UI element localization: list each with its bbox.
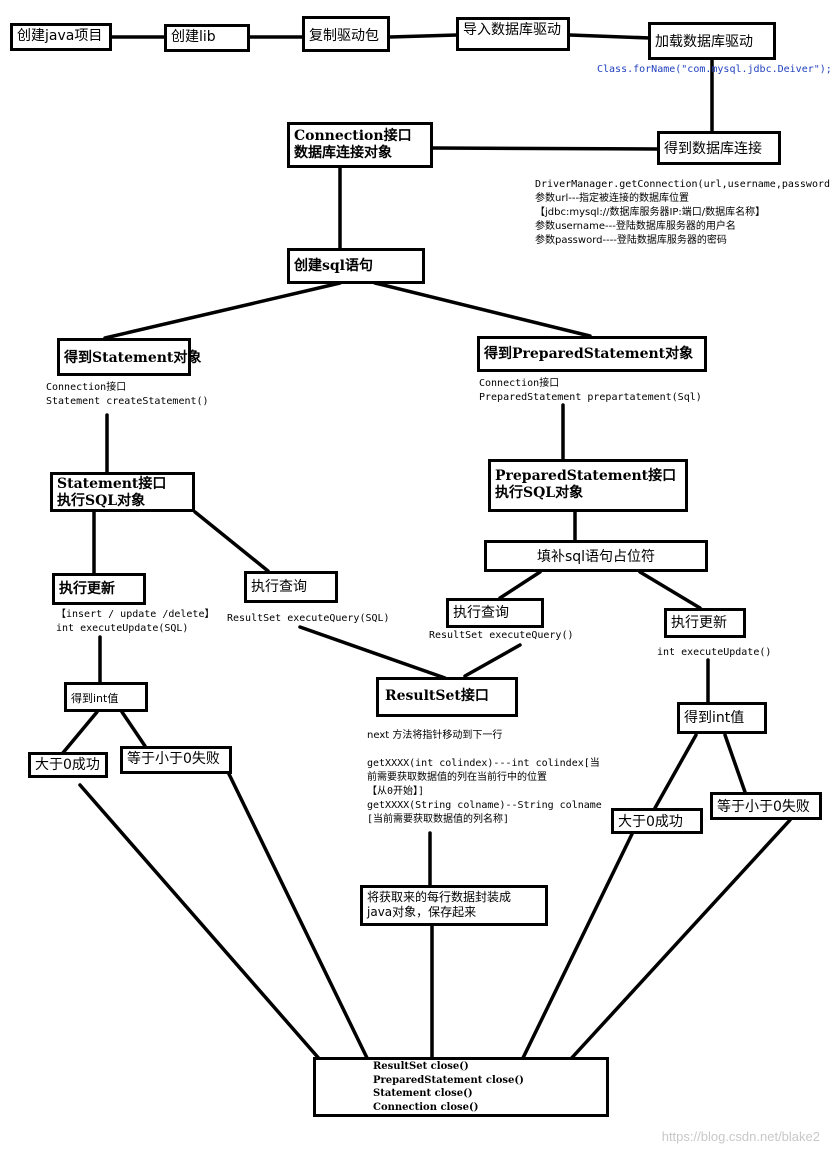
note-line: 参数username---登陆数据库服务器的用户名: [535, 221, 736, 232]
statement-interface-box: Statement接口 执行SQL对象: [50, 472, 195, 512]
edge-fail-close: [226, 770, 370, 1062]
prepared-notes: Connection接口 PreparedStatement prepartat…: [479, 377, 702, 405]
note-line: Statement createStatement(): [46, 396, 209, 407]
query-note-left: ResultSet executeQuery(SQL): [227, 613, 390, 624]
statement-iface-line2: 执行SQL对象: [57, 493, 146, 509]
note-line: getXXXX(int colindex)---int colindex[当: [367, 758, 600, 769]
edge-stmt-query: [193, 510, 270, 573]
get-connection-box: 得到数据库连接: [657, 131, 781, 165]
note-line: 前需要获取数据值的列在当前行中的位置: [367, 772, 547, 783]
fill-placeholder-box: 填补sql语句占位符: [484, 540, 708, 572]
note-line: Connection接口: [479, 378, 560, 389]
note-line: PreparedStatement prepartatement(Sql): [479, 392, 702, 403]
edge-success2-close: [520, 832, 634, 1062]
fail-box-left: 等于小于0失败: [120, 746, 232, 774]
wrap-object-box: 将获取来的每行数据封装成 java对象，保存起来: [360, 885, 548, 926]
copy-driver-box: 复制驱动包: [302, 16, 390, 52]
get-prepared-box: 得到PreparedStatement对象: [477, 336, 707, 372]
prepared-iface-line1: PreparedStatement接口: [495, 468, 677, 484]
edge-import-load: [568, 33, 652, 40]
close-line: PreparedStatement close(): [373, 1074, 524, 1086]
close-resources-box: ResultSet close() PreparedStatement clos…: [313, 1057, 609, 1117]
update-notes-left: 【insert / update /delete】 int executeUpd…: [56, 608, 214, 636]
resultset-notes: next 方法将指针移动到下一行 getXXXX(int colindex)--…: [367, 729, 602, 827]
edge-fail2-close: [566, 818, 792, 1064]
wrap-line2: java对象，保存起来: [367, 905, 477, 919]
edge-int2-fail: [723, 733, 747, 794]
note-line: 参数url---指定被连接的数据库位置: [535, 193, 690, 204]
load-driver-box: 加载数据库驱动: [648, 22, 776, 60]
get-int-box-left: 得到int值: [64, 682, 148, 712]
create-lib-box: 创建lib: [164, 24, 250, 52]
note-line: 【jdbc:mysql://数据库服务器IP:端口/数据库名称】: [535, 207, 766, 218]
watermark: https://blog.csdn.net/blake2: [661, 1129, 820, 1144]
get-statement-box: 得到Statement对象: [57, 338, 201, 376]
statement-iface-line1: Statement接口: [57, 476, 167, 492]
note-line: Connection接口: [46, 382, 127, 393]
update-note-right: int executeUpdate(): [657, 647, 772, 658]
query-note-right: ResultSet executeQuery(): [429, 630, 574, 641]
exec-query-box-right: 执行查询: [446, 598, 544, 628]
edge-sql-statement: [103, 281, 342, 340]
edge-query2-resultset: [463, 643, 522, 678]
edge-int-success: [60, 710, 99, 756]
resultset-interface-box: ResultSet接口: [376, 677, 518, 717]
edge-fill-query: [498, 570, 542, 600]
note-line: 【从0开始】]: [367, 786, 425, 797]
connection-iface-line1: Connection接口: [294, 128, 412, 144]
edge-int2-success: [653, 733, 698, 810]
get-connection-notes: DriverManager.getConnection(url,username…: [535, 178, 830, 248]
exec-update-box-right: 执行更新: [664, 608, 746, 638]
connection-interface-box: Connection接口 数据库连接对象: [287, 122, 433, 168]
close-line: Statement close(): [373, 1088, 473, 1099]
create-project-box: 创建java项目: [10, 23, 112, 51]
close-line: Connection close(): [373, 1101, 479, 1113]
exec-update-box-left: 执行更新: [52, 573, 146, 605]
fail-box-right: 等于小于0失败: [710, 792, 822, 820]
edge-success-close: [78, 783, 324, 1064]
note-line: int executeUpdate(SQL): [56, 623, 189, 634]
create-sql-box: 创建sql语句: [287, 248, 425, 284]
success-box-right: 大于0成功: [611, 808, 703, 834]
import-driver-box: 导入数据库驱动: [456, 17, 570, 51]
edge-sql-prepared: [373, 281, 592, 338]
success-box-left: 大于0成功: [28, 752, 108, 778]
prepared-interface-box: PreparedStatement接口 执行SQL对象: [488, 459, 688, 512]
wrap-line1: 将获取来的每行数据封装成: [367, 890, 512, 904]
edge-int-fail: [120, 710, 147, 748]
close-line: ResultSet close(): [373, 1061, 469, 1072]
note-line: next 方法将指针移动到下一行: [367, 730, 503, 741]
note-line: [367, 743, 602, 757]
exec-query-box-left: 执行查询: [244, 571, 338, 603]
get-int-box-right: 得到int值: [677, 702, 767, 734]
note-line: getXXXX(String colname)--String colname: [367, 800, 602, 811]
connection-iface-line2: 数据库连接对象: [294, 145, 392, 161]
prepared-iface-line2: 执行SQL对象: [495, 485, 584, 501]
edge-copy-import: [388, 33, 459, 39]
note-line: DriverManager.getConnection(url,username…: [535, 179, 830, 190]
note-line: 【insert / update /delete】: [56, 609, 215, 620]
note-line: 参数password----登陆数据库服务器的密码: [535, 235, 727, 246]
class-forname-note: Class.forName("com.mysql.jdbc.Deiver");: [597, 64, 830, 75]
edge-get-connection: [430, 146, 659, 151]
statement-notes: Connection接口 Statement createStatement(): [46, 381, 209, 409]
edge-fill-update: [638, 570, 702, 610]
edge-query-resultset: [298, 625, 447, 680]
note-line: [当前需要获取数据值的列名称]: [367, 814, 510, 825]
